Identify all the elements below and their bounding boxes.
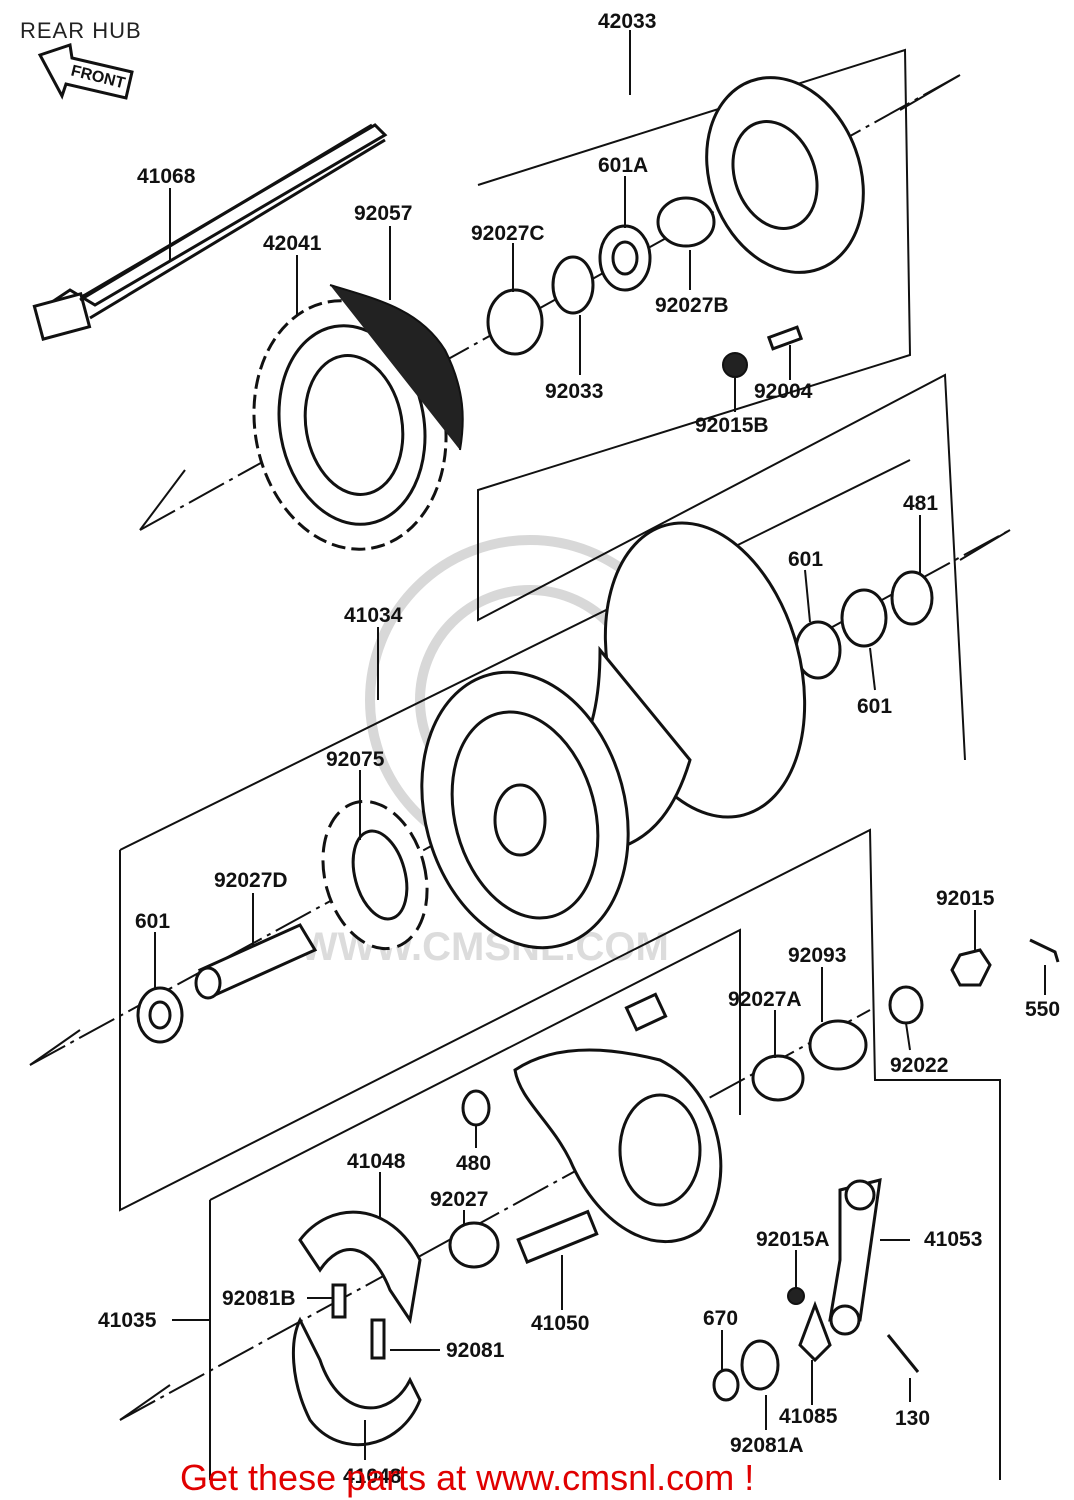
brake-panel [513,992,723,1243]
brake-shoe-41048-top [298,1210,422,1324]
leader-lines [154,30,1046,1460]
bearing-601-left-inner [148,1000,172,1030]
ring-670 [712,1368,740,1402]
label-92027B: 92027B [655,294,729,317]
label-42033: 42033 [598,10,656,33]
label-92022: 92022 [890,1054,948,1077]
label-92081B: 92081B [222,1287,296,1310]
part-labels: 42033 41068 92057 42041 601A 92027C 9202… [98,10,1060,1488]
hub-41034 [420,521,807,950]
label-92075: 92075 [326,748,385,771]
stud-92004 [766,325,804,351]
brake-lever-41053 [828,1178,882,1336]
label-670: 670 [703,1307,738,1330]
label-92027C: 92027C [471,222,545,245]
exploded-view-outlines [29,48,1011,1480]
brake-cam-41050 [516,1209,599,1264]
bearing-601-mid [840,588,888,648]
label-41085: 41085 [779,1405,838,1428]
collar-92027B [656,196,716,248]
footer-link[interactable]: Get these parts at www.cmsnl.com ! [180,1457,754,1498]
page-title: REAR HUB [20,18,142,43]
label-92027A: 92027A [728,988,802,1011]
spring-92081A [740,1339,780,1391]
spring-92081B [331,1283,347,1319]
sprocket-42041 [252,299,448,551]
spring-92081 [370,1318,386,1360]
label-42041: 42041 [263,232,322,255]
label-41048-top: 41048 [347,1150,406,1173]
axle-41068 [32,123,388,341]
label-92081: 92081 [446,1339,505,1362]
label-41035: 41035 [98,1309,157,1332]
bearing-601A-inner [611,240,639,276]
front-arrow-icon: FRONT [37,43,134,100]
washer-480 [461,1089,491,1127]
circlip-92033 [551,255,595,315]
label-92015: 92015 [936,887,995,910]
label-130: 130 [895,1407,930,1430]
label-92004: 92004 [754,380,813,403]
label-92057: 92057 [354,202,412,225]
label-92015A: 92015A [756,1228,830,1251]
collar-92027A [751,1054,805,1102]
label-92033: 92033 [545,380,603,403]
brake-shoe-41048-bottom [292,1316,422,1447]
label-92093: 92093 [788,944,846,967]
seal-92093 [808,1019,868,1071]
label-92027D: 92027D [214,869,288,892]
nut-92015B [722,352,748,378]
collar-92027 [448,1221,500,1269]
chain-92057 [329,284,464,451]
spacer-92027D [194,923,318,1000]
label-41053: 41053 [924,1228,982,1251]
label-41048-bottom: 41048 [343,1465,402,1488]
label-41068: 41068 [137,165,196,188]
label-92027: 92027 [430,1188,488,1211]
label-601-mid: 601 [857,695,892,718]
washer-92022 [888,985,924,1025]
label-92015B: 92015B [695,414,769,437]
label-601-left: 601 [135,910,170,933]
label-41050: 41050 [531,1312,589,1335]
wear-indicator-41085 [798,1300,832,1363]
damper-92075 [321,799,429,951]
nut-92015 [950,948,992,987]
coupling-42033 [705,76,865,274]
label-481: 481 [903,492,938,515]
label-550: 550 [1025,998,1060,1021]
nut-92015A [787,1287,805,1305]
bolt-130 [886,1334,920,1373]
label-601A: 601A [598,154,648,177]
label-480: 480 [456,1152,491,1175]
label-41034: 41034 [344,604,403,627]
seal-92027C [486,288,544,356]
circlip-481 [890,570,934,626]
label-92081A: 92081A [730,1434,804,1457]
label-601-top: 601 [788,548,823,571]
cotter-pin-550 [1029,938,1060,963]
